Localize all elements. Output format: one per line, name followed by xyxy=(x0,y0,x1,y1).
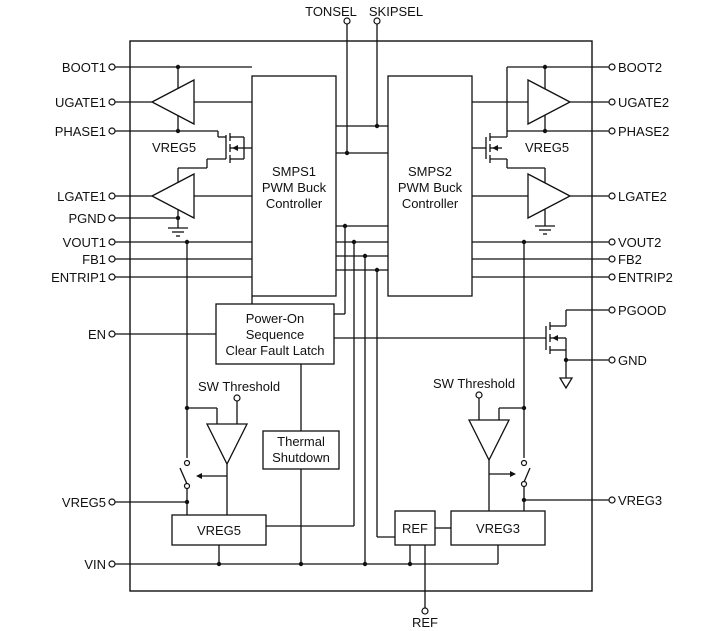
pin-label-fb1: FB1 xyxy=(82,252,106,267)
low-side-driver-2 xyxy=(472,168,609,235)
pin-label-tonsel: TONSEL xyxy=(305,4,357,19)
pin-label-ugate1: UGATE1 xyxy=(55,95,106,110)
pin-vin xyxy=(108,560,116,568)
high-side-driver-1 xyxy=(115,64,252,134)
pgood-mosfet xyxy=(545,309,609,390)
pin-en xyxy=(108,330,116,338)
pin-ref xyxy=(421,607,429,615)
high-side-driver-2 xyxy=(472,64,609,134)
pin-label-lgate1: LGATE1 xyxy=(57,189,106,204)
ic-boundary xyxy=(129,40,593,592)
power-on-line1: Power-On xyxy=(246,311,305,326)
ref-block: REF xyxy=(394,510,436,546)
power-on-line3: Clear Fault Latch xyxy=(226,343,325,358)
smps2-line1: SMPS2 xyxy=(408,164,452,179)
pin-label-skipsel: SKIPSEL xyxy=(369,4,423,19)
power-on-line2: Sequence xyxy=(246,327,305,342)
vreg5-switch-right: VREG5 xyxy=(472,131,569,169)
low-side-driver-1 xyxy=(115,168,252,237)
vreg5-right-label: VREG5 xyxy=(525,140,569,155)
pin-label-phase2: PHASE2 xyxy=(618,124,669,139)
lgate2-driver-triangle xyxy=(527,172,572,220)
pin-boot2 xyxy=(608,63,616,71)
left-pins: BOOT1 UGATE1 PHASE1 LGATE1 PGND VOUT1 FB… xyxy=(51,60,116,572)
pin-boot1 xyxy=(108,63,116,71)
pin-label-boot1: BOOT1 xyxy=(62,60,106,75)
pin-ugate1 xyxy=(108,98,116,106)
smps1-line1: SMPS1 xyxy=(272,164,316,179)
lgate1-driver-triangle xyxy=(150,172,195,220)
pin-label-fb2: FB2 xyxy=(618,252,642,267)
pin-lgate2 xyxy=(608,192,616,200)
sw-threshold-right-label: SW Threshold xyxy=(433,376,515,391)
pin-vreg5 xyxy=(108,498,116,506)
pin-lgate1 xyxy=(108,192,116,200)
pin-label-vreg3: VREG3 xyxy=(618,493,662,508)
vreg5-block: VREG5 xyxy=(171,514,267,546)
pin-gnd xyxy=(608,356,616,364)
pin-label-en: EN xyxy=(88,327,106,342)
vreg5-block-label: VREG5 xyxy=(197,523,241,538)
vreg5-switch-left: VREG5 xyxy=(152,131,252,169)
vreg5-left-label: VREG5 xyxy=(152,140,196,155)
pin-label-pgood: PGOOD xyxy=(618,303,666,318)
power-on-block: Power-On Sequence Clear Fault Latch xyxy=(215,303,335,365)
pin-label-ref: REF xyxy=(412,615,438,630)
pin-ugate2 xyxy=(608,98,616,106)
sw-threshold-left-label: SW Threshold xyxy=(198,379,280,394)
ugate1-driver-triangle xyxy=(150,78,195,126)
thermal-shutdown-block: Thermal Shutdown xyxy=(262,430,340,470)
pin-vout1 xyxy=(108,238,116,246)
pin-label-lgate2: LGATE2 xyxy=(618,189,667,204)
smps2-block: SMPS2 PWM Buck Controller xyxy=(387,75,473,297)
thermal-line1: Thermal xyxy=(277,434,325,449)
pin-label-gnd: GND xyxy=(618,353,647,368)
pin-label-phase1: PHASE1 xyxy=(55,124,106,139)
pin-vout2 xyxy=(608,238,616,246)
thermal-line2: Shutdown xyxy=(272,450,330,465)
ref-block-label: REF xyxy=(402,521,428,536)
pin-label-vout1: VOUT1 xyxy=(63,235,106,250)
sw-threshold-right-node xyxy=(475,391,483,399)
sw-comparator-left xyxy=(205,423,249,466)
pin-skipsel xyxy=(373,17,381,25)
pin-entrip1 xyxy=(108,273,116,281)
pin-label-entrip2: ENTRIP2 xyxy=(618,270,673,285)
pin-label-ugate2: UGATE2 xyxy=(618,95,669,110)
ugate2-driver-triangle xyxy=(527,78,572,126)
pin-entrip2 xyxy=(608,273,616,281)
pin-phase1 xyxy=(108,127,116,135)
pin-label-vin: VIN xyxy=(84,557,106,572)
pin-label-vreg5: VREG5 xyxy=(62,495,106,510)
right-pins: BOOT2 UGATE2 PHASE2 LGATE2 VOUT2 FB2 ENT… xyxy=(608,60,673,508)
pin-label-boot2: BOOT2 xyxy=(618,60,662,75)
pin-pgood xyxy=(608,306,616,314)
pin-label-entrip1: ENTRIP1 xyxy=(51,270,106,285)
sw-threshold-right: SW Threshold xyxy=(433,376,609,511)
vreg3-block: VREG3 xyxy=(450,510,546,546)
smps1-block: SMPS1 PWM Buck Controller xyxy=(251,75,337,297)
smps1-line2: PWM Buck xyxy=(262,180,327,195)
smps1-line3: Controller xyxy=(266,196,323,211)
pin-fb1 xyxy=(108,255,116,263)
smps2-line3: Controller xyxy=(402,196,459,211)
pin-pgnd xyxy=(108,214,116,222)
sw-threshold-left-node xyxy=(233,394,241,402)
pin-label-pgnd: PGND xyxy=(68,211,106,226)
smps2-line2: PWM Buck xyxy=(398,180,463,195)
pin-vreg3 xyxy=(608,496,616,504)
sw-threshold-left: SW Threshold xyxy=(115,379,280,515)
pin-label-vout2: VOUT2 xyxy=(618,235,661,250)
vreg3-block-label: VREG3 xyxy=(476,521,520,536)
pin-phase2 xyxy=(608,127,616,135)
pin-fb2 xyxy=(608,255,616,263)
pin-tonsel xyxy=(343,17,351,25)
sw-comparator-right xyxy=(467,419,511,462)
